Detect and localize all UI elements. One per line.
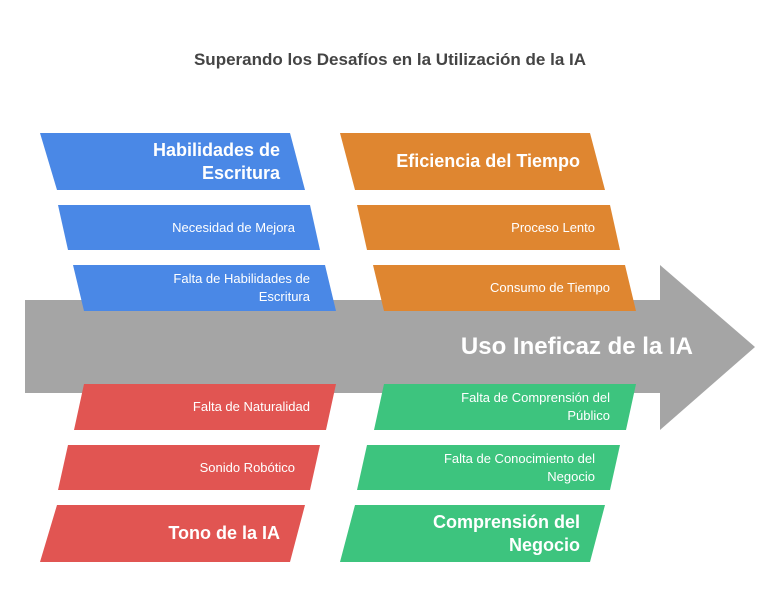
cause-item: Falta de Comprensión del Público xyxy=(374,384,636,430)
cause-item: Proceso Lento xyxy=(357,205,620,250)
cause-item: Falta de Conocimiento del Negocio xyxy=(357,445,620,490)
cause-item: Falta de Naturalidad xyxy=(74,384,336,430)
cause-item: Consumo de Tiempo xyxy=(373,265,636,311)
cause-item: Necesidad de Mejora xyxy=(58,205,320,250)
cause-item: Sonido Robótico xyxy=(58,445,320,490)
effect-label: Uso Ineficaz de la IA xyxy=(460,333,693,360)
category-time: Eficiencia del Tiempo xyxy=(340,133,605,190)
cause-item: Falta de Habilidades de Escritura xyxy=(73,265,336,311)
category-business: Comprensión del Negocio xyxy=(340,505,605,562)
category-tone: Tono de la IA xyxy=(40,505,305,562)
category-writing: Habilidades de Escritura xyxy=(40,133,305,190)
diagram-title: Superando los Desafíos en la Utilización… xyxy=(193,50,587,69)
